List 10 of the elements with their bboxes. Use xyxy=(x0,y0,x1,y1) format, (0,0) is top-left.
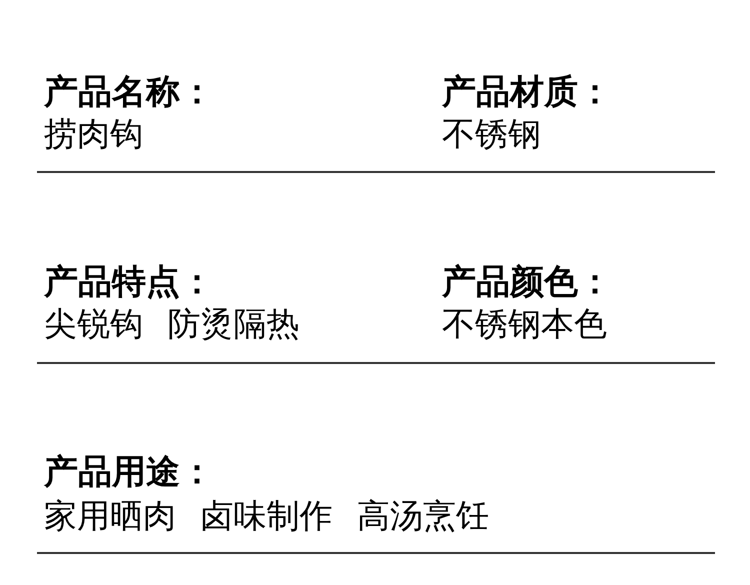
field-heading: 产品颜色： xyxy=(442,262,612,302)
field-value: 捞肉钩 xyxy=(44,114,143,154)
field-value: 家用晒肉 卤味制作 高汤烹饪 xyxy=(44,496,489,536)
field-heading: 产品名称： xyxy=(44,72,214,112)
field-value: 不锈钢 xyxy=(442,114,541,154)
field-value: 尖锐钩 防烫隔热 xyxy=(44,304,300,344)
field-value: 不锈钢本色 xyxy=(442,304,607,344)
field-heading: 产品特点： xyxy=(44,262,214,302)
field-heading: 产品用途： xyxy=(44,452,214,492)
field-heading: 产品材质： xyxy=(442,72,612,112)
